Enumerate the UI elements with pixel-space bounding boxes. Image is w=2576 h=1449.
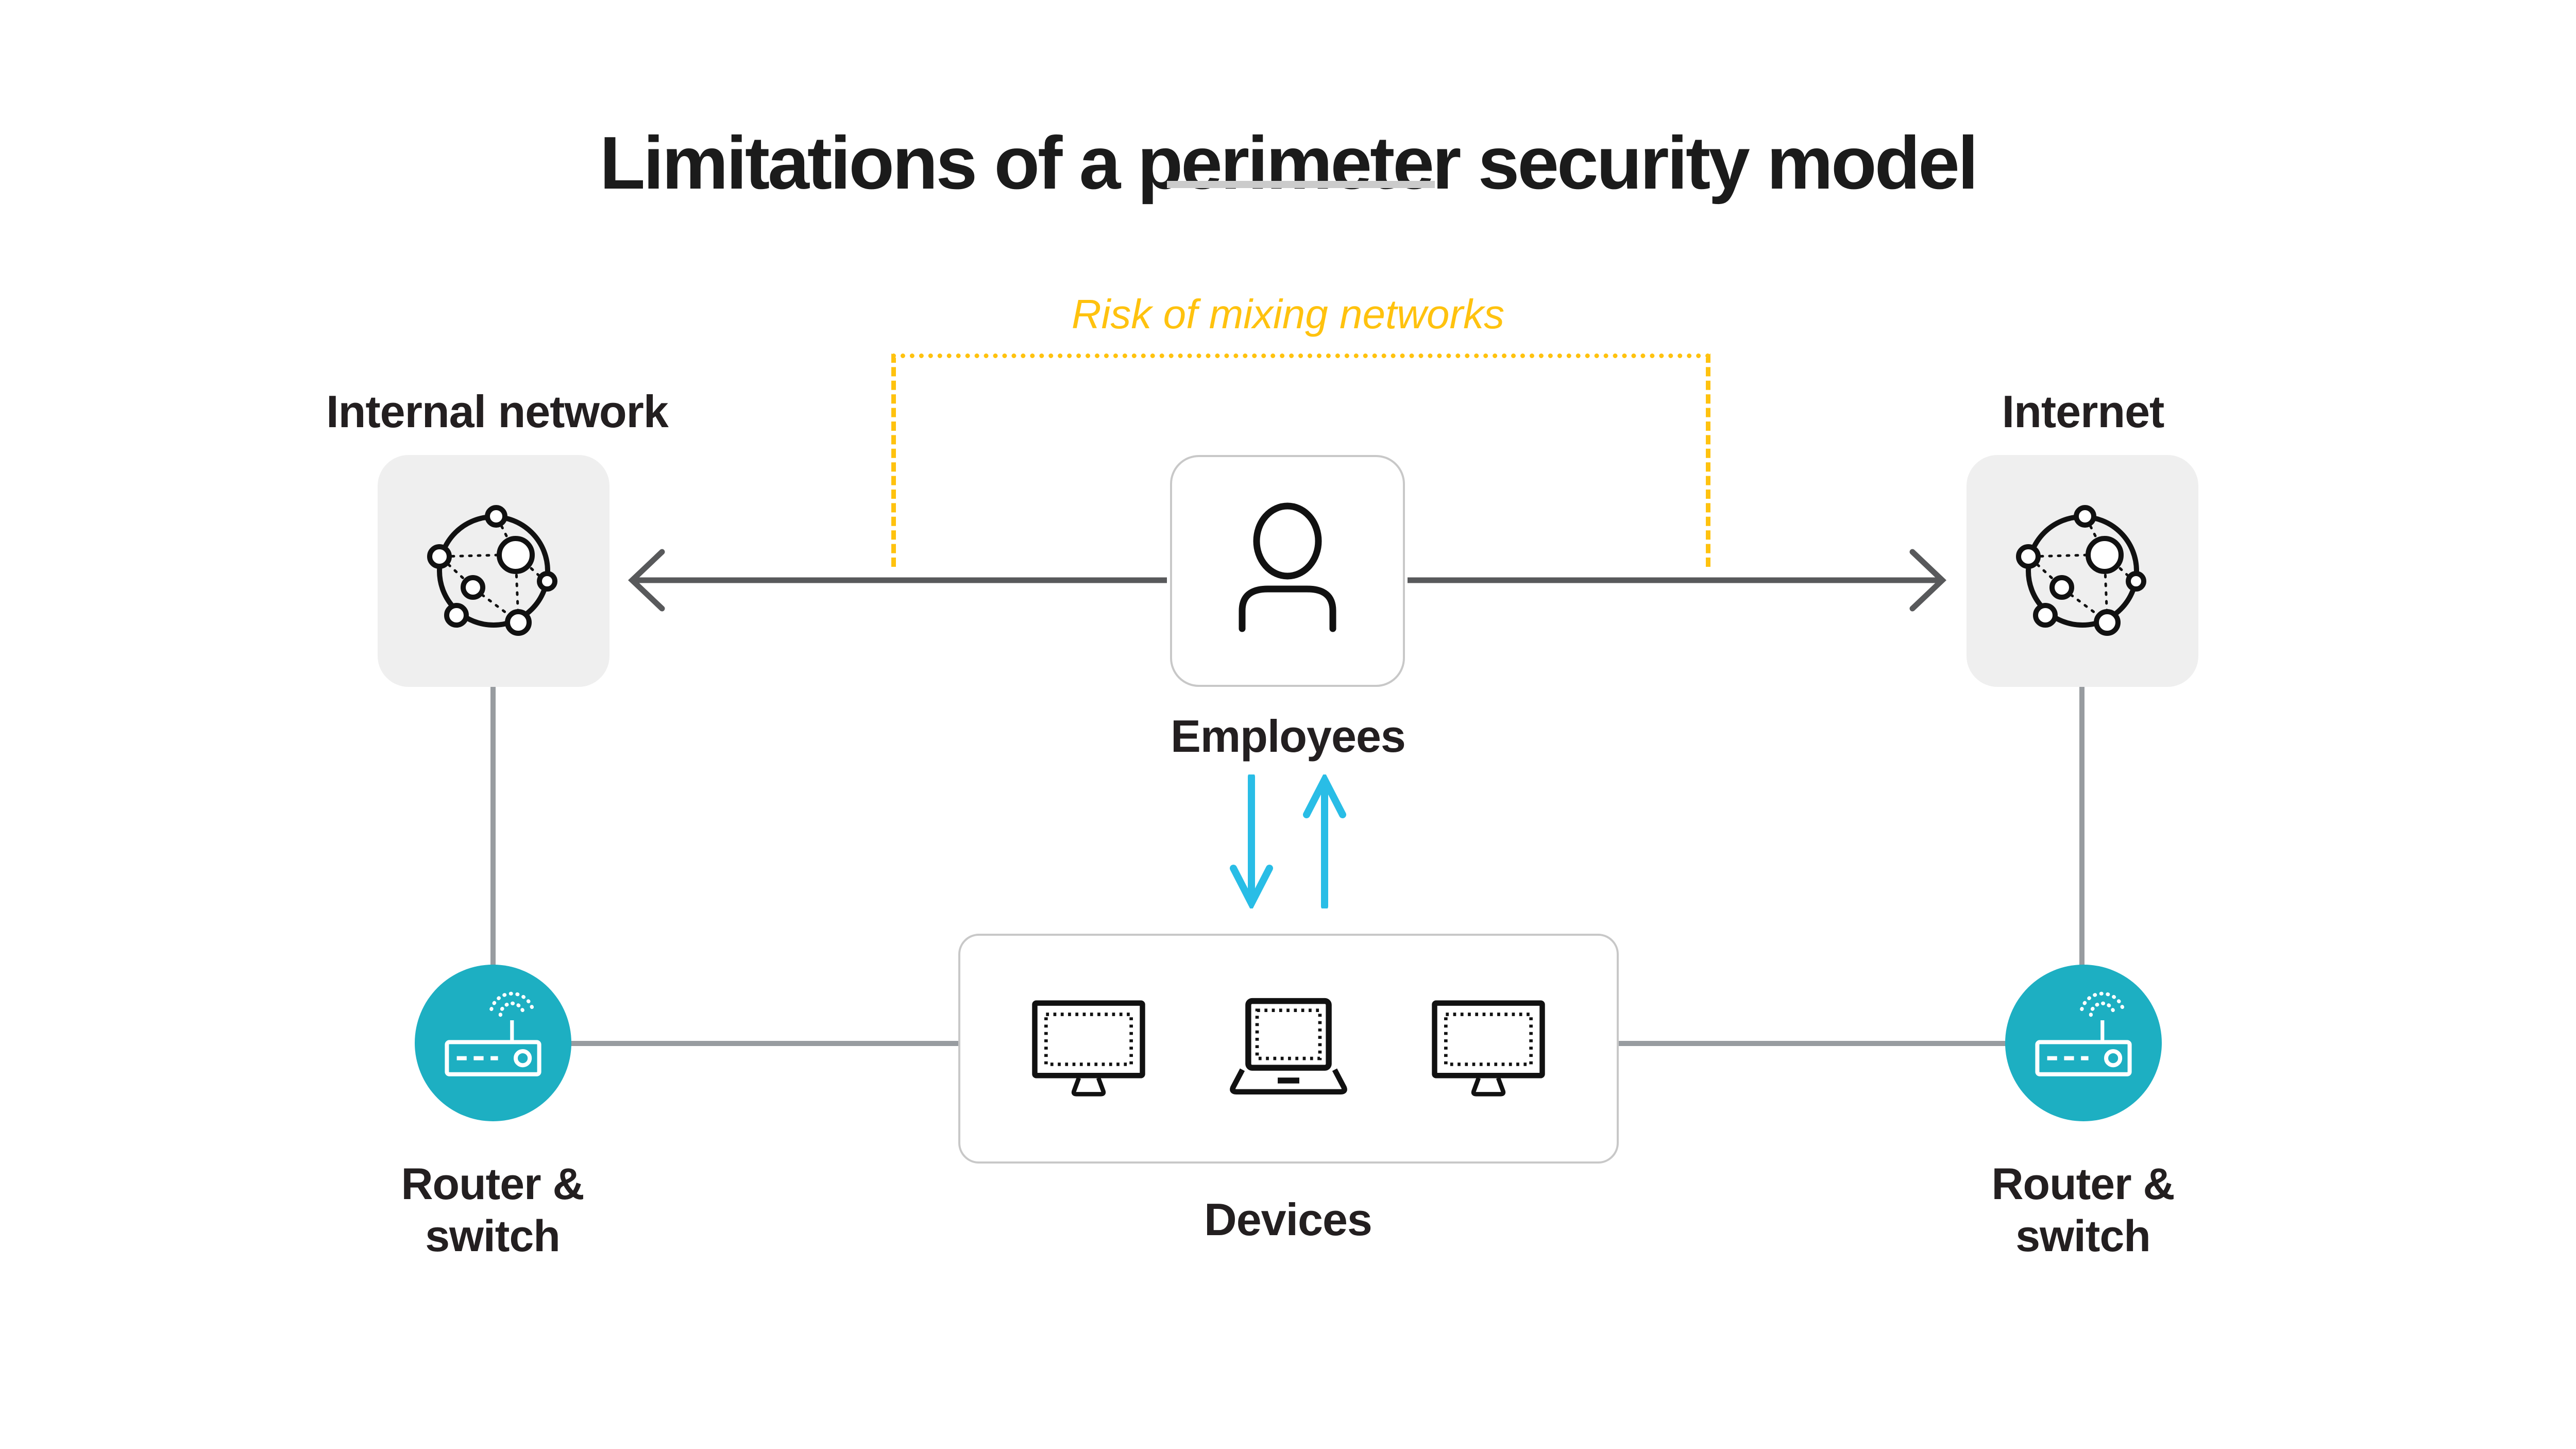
laptop-icon	[1230, 998, 1347, 1095]
connector-internet-to-router	[2079, 687, 2084, 966]
connector-router-to-devices-right	[1619, 1041, 2006, 1046]
employees-label: Employees	[1171, 711, 1406, 762]
page-title: Limitations of a perimeter security mode…	[599, 121, 1978, 205]
router-icon	[2035, 991, 2132, 1076]
cyan-arrow-down-icon	[1230, 774, 1273, 908]
devices-box	[958, 934, 1619, 1164]
internet-box	[1967, 455, 2198, 687]
devices-label: Devices	[1204, 1194, 1372, 1245]
risk-bracket	[891, 353, 1710, 567]
employees-box	[1170, 455, 1405, 687]
router-icon	[445, 991, 541, 1076]
monitor-icon	[1432, 1000, 1545, 1097]
cyan-arrow-up-icon	[1303, 774, 1346, 908]
router-switch-right-label: Router & switch	[1991, 1159, 2175, 1261]
internal-network-label: Internal network	[326, 386, 669, 437]
router-circle-left	[415, 965, 571, 1121]
title-underline	[1167, 181, 1435, 188]
router-switch-left-label: Router & switch	[401, 1159, 584, 1261]
monitor-icon	[1032, 1000, 1145, 1097]
risk-annotation: Risk of mixing networks	[1071, 291, 1505, 337]
person-icon	[1239, 502, 1336, 632]
gray-arrow-right-icon	[1408, 549, 1946, 612]
connector-internal-to-router	[490, 687, 496, 966]
network-icon	[2016, 505, 2146, 636]
internal-network-box	[378, 455, 609, 687]
connector-router-to-devices-left	[570, 1041, 959, 1046]
network-icon	[427, 505, 557, 636]
internet-label: Internet	[2002, 386, 2165, 437]
gray-arrow-left-icon	[628, 549, 1167, 612]
router-circle-right	[2005, 965, 2162, 1121]
